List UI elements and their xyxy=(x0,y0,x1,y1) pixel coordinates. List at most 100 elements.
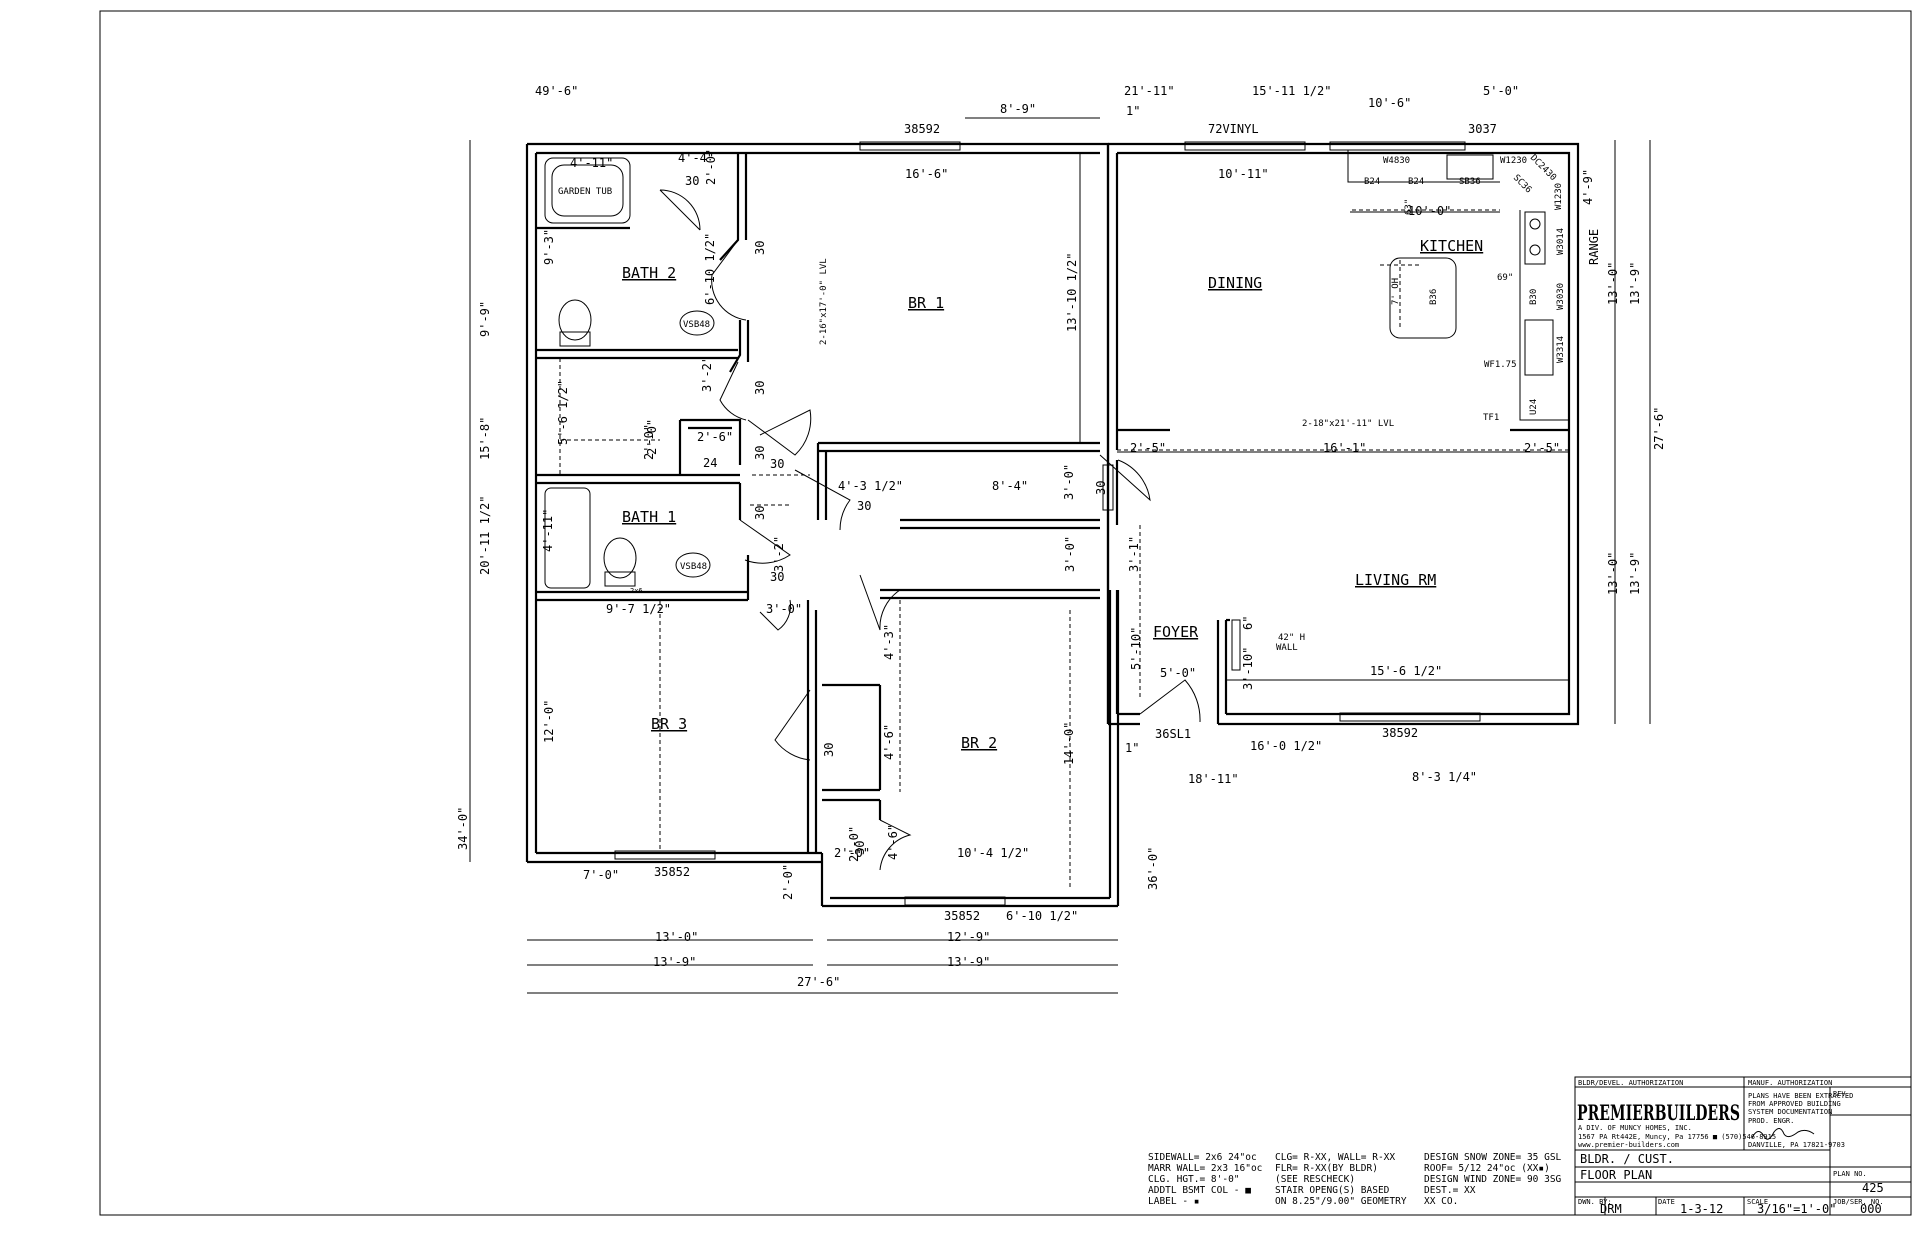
dimension-label: 30 xyxy=(753,241,767,255)
manuf-auth-label: MANUF. AUTHORIZATION xyxy=(1748,1079,1832,1087)
spec-note: ROOF= 5/12 24"oc (XX▪) xyxy=(1424,1163,1550,1174)
dimension-label: 2'-0" xyxy=(642,424,656,460)
sink-icon xyxy=(675,552,711,578)
bldr-auth-label: BLDR/DEVEL. AUTHORIZATION xyxy=(1578,1079,1683,1087)
toilet-icon xyxy=(558,299,592,341)
wall-note: WALL xyxy=(1276,643,1298,653)
dimension-label: 16'-1" xyxy=(1323,441,1366,455)
plan-no: 425 xyxy=(1862,1181,1884,1195)
dimension-label: 30 xyxy=(753,506,767,520)
cabinet-label: W1230 xyxy=(1500,156,1527,166)
prod-engr-label: PROD. ENGR. xyxy=(1748,1117,1794,1125)
dimension-label: 18'-11" xyxy=(1188,772,1239,786)
cabinet-label: SC36 xyxy=(1511,173,1533,195)
dimension-label: 3'-0" xyxy=(1062,464,1076,500)
engineer-signature xyxy=(1751,1128,1815,1140)
dimension-label: 4'-4" xyxy=(678,151,714,165)
spec-note: DEST.= XX xyxy=(1424,1185,1476,1196)
dimension-label: 9'-7 1/2" xyxy=(606,602,671,616)
dimension-label: 3'-2" xyxy=(700,356,714,392)
window-label: 38592 xyxy=(904,122,940,136)
dimension-label: 38592 xyxy=(1382,726,1418,740)
cabinet-label: B24 xyxy=(1408,177,1424,187)
tub-icon xyxy=(544,487,591,589)
dimension-label: 3'-1" xyxy=(1127,536,1141,572)
date: 1-3-12 xyxy=(1680,1202,1723,1216)
date-label: DATE xyxy=(1658,1198,1675,1206)
company-sub: A DIV. OF MUNCY HOMES, INC. xyxy=(1578,1124,1692,1132)
company-logo: PREMIERBUILDERS xyxy=(1577,1100,1740,1125)
dimension-label: 3'-2" xyxy=(772,536,786,572)
stud-label: 2x6 xyxy=(630,587,643,595)
dimension-label: 2'-5" xyxy=(1130,441,1166,455)
dimension-label: 13'-0" xyxy=(655,930,698,944)
dimension-label: 3'-0" xyxy=(1063,536,1077,572)
dimension-label: 36SL1 xyxy=(1155,727,1191,741)
fixtures xyxy=(544,154,1554,671)
plans-note: FROM APPROVED BUILDING xyxy=(1748,1100,1841,1108)
dimension-label: 2'-6" xyxy=(697,430,733,444)
spec-note: ON 8.25"/9.00" GEOMETRY xyxy=(1275,1196,1407,1207)
dwn-by: DRM xyxy=(1600,1202,1622,1216)
dimension-label: 9'-9" xyxy=(478,301,492,337)
dimension-lines xyxy=(469,117,1651,994)
spec-note: CLG= R-XX, WALL= R-XX xyxy=(1275,1152,1395,1163)
dwn-by-label: DWN. BY: xyxy=(1578,1198,1612,1206)
room-labels: BATH 2 BR 1 DINING KITCHEN BATH 1 LIVING… xyxy=(622,237,1483,752)
plan-no-label: PLAN NO. xyxy=(1833,1170,1867,1178)
cabinet-label: 63" xyxy=(1404,199,1414,215)
cabinet-label: B30 xyxy=(1529,289,1539,305)
spec-note: CLG. HGT.= 8'-0" xyxy=(1148,1174,1240,1185)
dimension-label: 4'-6" xyxy=(886,824,900,860)
dimension-label: 8'-4" xyxy=(992,479,1028,493)
cabinet-label: W1230 xyxy=(1554,183,1564,210)
dimension-label: 13'-9" xyxy=(1628,262,1642,305)
dimension-label: 9'-3" xyxy=(542,229,556,265)
dimension-label: 6'-10 1/2" xyxy=(703,233,717,305)
beam-label: 2-18"x21'-11" LVL xyxy=(1302,419,1394,429)
dimension-label: 49'-6" xyxy=(535,84,578,98)
room-label-bath1: BATH 1 xyxy=(622,508,676,526)
drawing-title: FLOOR PLAN xyxy=(1580,1168,1652,1182)
dimension-label: 2'-0" xyxy=(645,419,659,455)
bldr-cust: BLDR. / CUST. xyxy=(1580,1152,1674,1166)
dimension-label: 30 xyxy=(853,841,867,855)
dimension-label: 30 xyxy=(685,174,699,188)
dimension-label: 12'-9" xyxy=(947,930,990,944)
spec-note: MARR WALL= 2x3 16"oc xyxy=(1148,1163,1262,1174)
dimension-label: 6'-10 1/2" xyxy=(1006,909,1078,923)
spec-note: SIDEWALL= 2x6 24"oc xyxy=(1148,1152,1257,1163)
company-web: www.premier-builders.com xyxy=(1578,1141,1679,1149)
dimension-label: 30 xyxy=(857,499,871,513)
dimension-label: 35852 xyxy=(654,865,690,879)
dimension-label: 4'-3 1/2" xyxy=(838,479,903,493)
dimension-label: 5'-0" xyxy=(1483,84,1519,98)
dimension-label: 2'-5" xyxy=(1524,441,1560,455)
bottom-dimensions: 13'-0" 12'-9" 13'-9" 13'-9" 27'-6" xyxy=(653,930,990,989)
dimension-label: 4'-11" xyxy=(541,509,555,552)
dimension-label: 3'-10" xyxy=(1241,647,1255,690)
dimension-label: 27'-6" xyxy=(797,975,840,989)
dimension-label: 10'-6" xyxy=(1368,96,1411,110)
dimension-label: 13'-10 1/2" xyxy=(1065,253,1079,332)
plans-note: PLANS HAVE BEEN EXTRACTED xyxy=(1748,1092,1853,1100)
door-swings xyxy=(659,189,1201,871)
top-dimensions: 49'-6" 8'-9" 21'-11" 1" 15'-11 1/2" 10'-… xyxy=(535,84,1519,136)
dimension-label: 13'-0" xyxy=(1606,262,1620,305)
dimension-label: 4'-11" xyxy=(570,156,613,170)
dimension-label: 5'-0" xyxy=(1160,666,1196,680)
dimension-label: 10'-11" xyxy=(1218,167,1269,181)
interior-dimensions: 4'-11" 4'-4" 2'-0" 30 16'-6" 10'-11" 10'… xyxy=(570,149,1560,923)
dimension-label: 20'-11 1/2" xyxy=(478,496,492,575)
dimension-label: 2'-0" xyxy=(847,826,861,862)
windows xyxy=(614,141,1481,906)
dimension-label: 8'-3 1/4" xyxy=(1412,770,1477,784)
dimension-label: 34'-0" xyxy=(456,807,470,850)
room-label-bath2: BATH 2 xyxy=(622,264,676,282)
dimension-label: 5'-6 1/2" xyxy=(556,380,570,445)
dimension-label: 1" xyxy=(1125,741,1139,755)
scale: 3/16"=1'-0" xyxy=(1757,1202,1836,1216)
dimension-label: 4'-6" xyxy=(882,724,896,760)
dimension-label: 5'-10" xyxy=(1129,627,1143,670)
dimension-label: 3'-0" xyxy=(766,602,802,616)
